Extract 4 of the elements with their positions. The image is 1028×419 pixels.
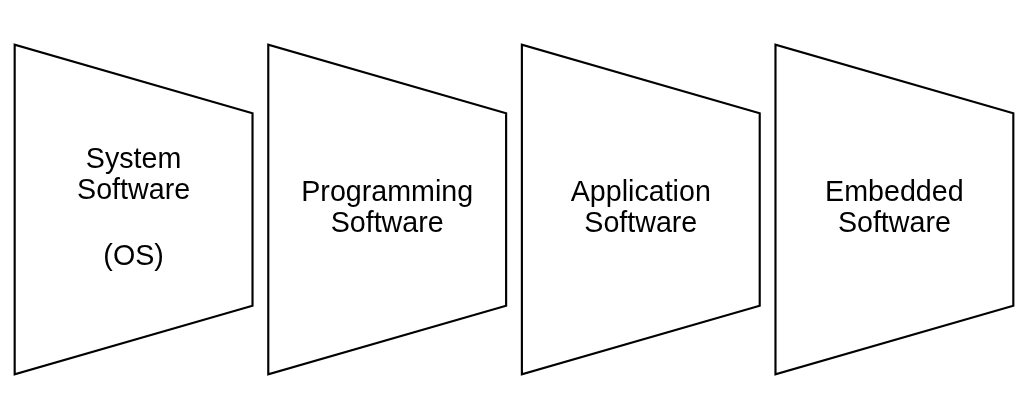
node-box: System Software (OS) — [13, 43, 254, 376]
node-box: Embedded Software — [774, 43, 1015, 376]
node-box: Programming Software — [267, 43, 508, 376]
node-box: Application Software — [520, 43, 761, 376]
